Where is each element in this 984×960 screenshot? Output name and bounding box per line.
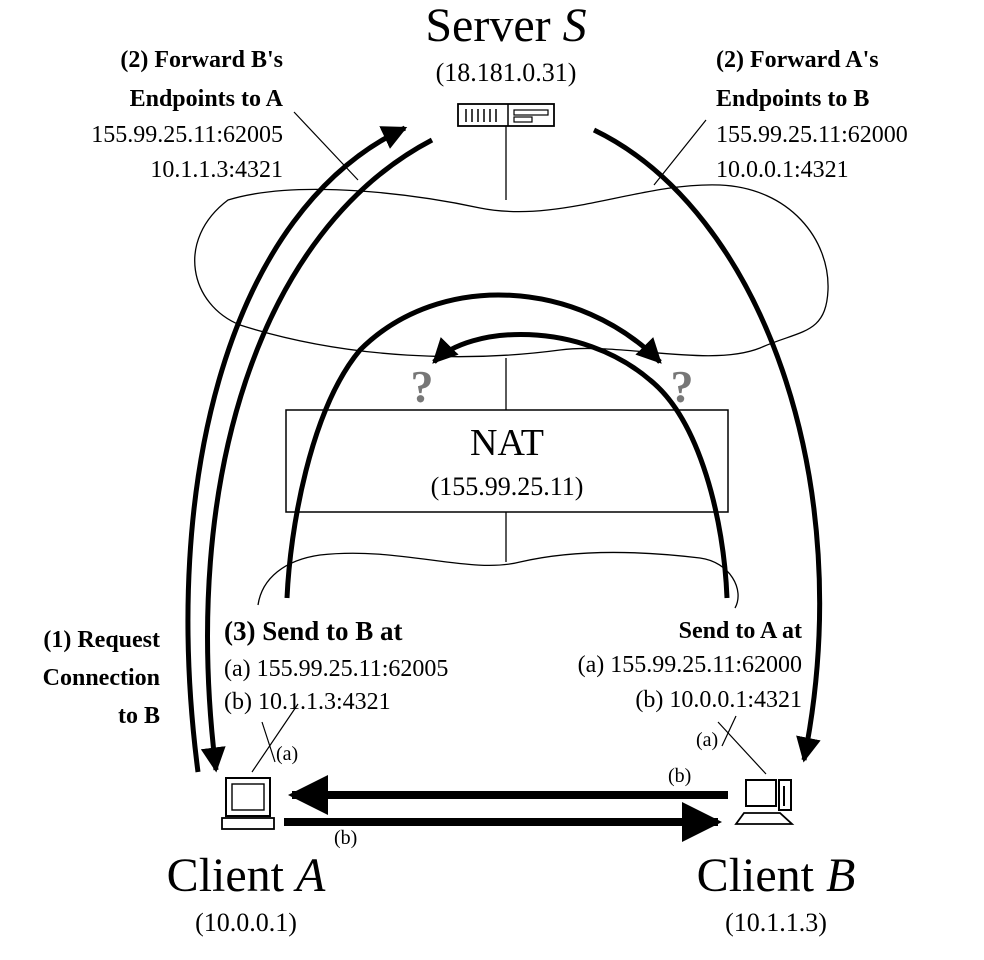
- unknown-mark-left: ?: [410, 361, 434, 412]
- forward-to-a-leader-line: [293, 111, 359, 181]
- forward-to-b-leader-line: [653, 119, 707, 186]
- path-label-a-left: (a): [276, 743, 299, 765]
- send-to-b-title: (3) Send to B at: [224, 616, 403, 646]
- send-to-a-option-b: (b) 10.0.0.1:4321: [635, 687, 802, 713]
- private-network-cloud: [257, 551, 739, 609]
- client-b-address: (10.1.1.3): [725, 908, 827, 937]
- send-to-b-option-a: (a) 155.99.25.11:62005: [224, 656, 449, 682]
- client-b-label-var: B: [826, 849, 856, 902]
- nat-label: NAT: [470, 422, 544, 464]
- forward-to-b-arrow: [592, 127, 823, 763]
- client-a-address: (10.0.0.1): [195, 908, 297, 937]
- send-to-a-title: Send to A at: [678, 618, 802, 644]
- send-to-a-leader-line-a: [721, 715, 737, 747]
- forward-to-a-title-line2: Endpoints to A: [129, 86, 283, 112]
- client-b-computer-icon: [734, 779, 795, 825]
- forward-to-a-endpoint1: 155.99.25.11:62005: [91, 122, 283, 148]
- nat-box: [285, 409, 729, 513]
- unknown-mark-right: ?: [670, 361, 694, 412]
- send-to-b-leader-line-a: [261, 721, 276, 763]
- request-line2: Connection: [42, 665, 160, 691]
- hairpin-b-to-a-arrow: [432, 332, 730, 599]
- request-arrow: [185, 125, 408, 773]
- send-to-a-option-a: (a) 155.99.25.11:62000: [577, 652, 802, 678]
- path-label-b-top: (b): [668, 765, 692, 787]
- client-a-label-var: A: [296, 849, 326, 902]
- hairpin-a-to-b-arrow: [284, 292, 662, 599]
- forward-to-b-endpoint2: 10.0.0.1:4321: [716, 157, 849, 183]
- server-label-prefix: Server: [425, 0, 563, 52]
- request-line1: (1) Request: [43, 627, 160, 653]
- client-b-label: Client B: [697, 852, 856, 900]
- send-to-a-leader-line-b: [717, 721, 767, 775]
- server-label: Server S: [425, 2, 586, 50]
- forward-to-a-title-line1: (2) Forward B's: [120, 47, 283, 73]
- internet-cloud: [194, 184, 829, 358]
- forward-to-a-endpoint2: 10.1.1.3:4321: [150, 157, 283, 183]
- send-to-b-leader-line-b: [251, 703, 299, 773]
- client-a-computer-icon: [221, 777, 275, 830]
- forward-to-b-endpoint1: 155.99.25.11:62000: [716, 122, 908, 148]
- server-icon: [457, 103, 555, 127]
- client-a-label: Client A: [167, 852, 326, 900]
- client-b-label-prefix: Client: [696, 849, 826, 902]
- nat-address: (155.99.25.11): [430, 472, 584, 501]
- client-a-label-prefix: Client: [166, 849, 296, 902]
- forward-to-a-arrow: [200, 137, 434, 773]
- server-label-var: S: [562, 0, 587, 52]
- forward-to-b-title-line1: (2) Forward A's: [716, 47, 879, 73]
- path-label-b-bottom: (b): [334, 827, 358, 849]
- server-address: (18.181.0.31): [435, 58, 577, 87]
- forward-to-b-title-line2: Endpoints to B: [716, 86, 870, 112]
- send-to-b-option-b: (b) 10.1.1.3:4321: [224, 689, 391, 715]
- path-label-a-right: (a): [696, 729, 719, 751]
- request-line3: to B: [118, 703, 160, 729]
